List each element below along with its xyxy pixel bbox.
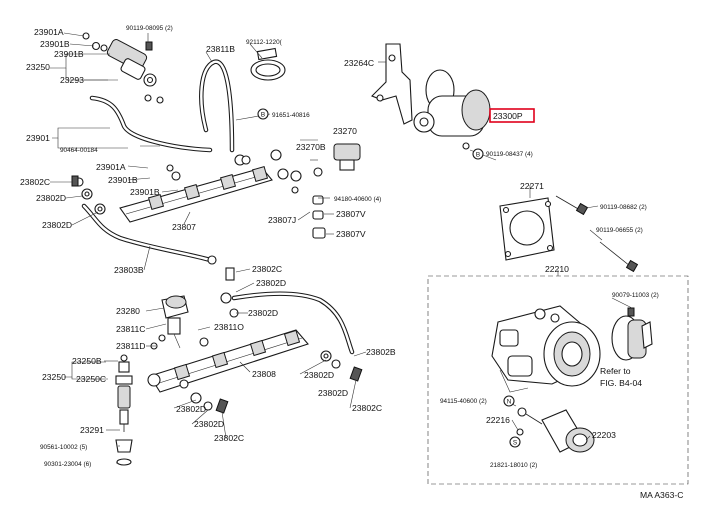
label-23807: 23807: [172, 222, 196, 232]
throttle-position-sensor: [611, 307, 653, 361]
leader-lines: [50, 32, 633, 464]
label-23808: 23808: [252, 369, 276, 379]
pressure-control-vsv: [413, 69, 491, 150]
return-pipe-lower: [81, 203, 217, 265]
label-23250-top: 23250: [26, 62, 50, 72]
label-23901: 23901: [26, 133, 50, 143]
label-23291: 23291: [80, 425, 104, 435]
label-22216: 22216: [486, 415, 510, 425]
label-92112: 92112-1220(: [246, 39, 283, 46]
throttle-body-bolts: [555, 195, 639, 273]
label-23802d-b3: 23802D: [318, 388, 348, 398]
label-22210: 22210: [545, 264, 569, 274]
label-90079: 90079-11003 (2): [612, 292, 659, 299]
label-23802c-left: 23802C: [20, 177, 50, 187]
circle-markers: B B N S: [257, 108, 521, 448]
label-23807v-2: 23807V: [336, 229, 366, 239]
idle-air-control-valve: [516, 407, 595, 453]
highlight-box-23300p: [489, 108, 535, 123]
label-22271: 22271: [520, 181, 544, 191]
label-23300p: 23300P: [493, 111, 523, 121]
label-90119-08095: 90119-08095 (2): [126, 25, 173, 32]
label-23270: 23270: [333, 126, 357, 136]
label-23807v-1: 23807V: [336, 209, 366, 219]
label-23901a: 23901A: [96, 162, 126, 172]
label-23811c: 23811C: [116, 324, 145, 334]
label-23802d-2: 23802D: [42, 220, 72, 230]
marker-s: S: [513, 440, 517, 447]
gasket-22271: [499, 197, 555, 261]
label-23802d-left: 23802D: [36, 193, 66, 203]
label-23811b: 23811B: [206, 44, 235, 54]
throttle-body-box: [427, 275, 689, 485]
label-refer-line1: Refer to: [600, 366, 631, 376]
label-23807j: 23807J: [268, 215, 296, 225]
label-23250b: 23250B: [72, 356, 102, 366]
return-pipe-right: [231, 291, 355, 355]
fuel-pipe-left: [89, 95, 213, 153]
grommets-right: [291, 186, 326, 239]
label-94115: 94115-40600 (2): [440, 398, 487, 405]
label-22203: 22203: [592, 430, 616, 440]
footer-code: MA A363-C: [640, 490, 683, 500]
label-90119-08682: 90119-08682 (2): [600, 204, 647, 211]
fuel-pressure-sensor: [313, 143, 361, 177]
delivery-pipe-lower: [147, 292, 309, 393]
label-23901b-mid: 23901B: [108, 175, 138, 185]
throttle-body-assembly: [491, 305, 601, 393]
label-refer-line2: FIG. B4-04: [600, 378, 642, 388]
label-90561: 90561-10002 (5): [40, 444, 87, 451]
hose-clamp: [250, 47, 286, 81]
marker-n: N: [507, 399, 512, 406]
label-23270b: 23270B: [296, 142, 326, 152]
label-23280: 23280: [116, 306, 140, 316]
pulsation-damper: [150, 295, 189, 350]
label-23802d-b2: 23802D: [194, 419, 224, 429]
label-23802c-b2: 23802C: [214, 433, 244, 443]
label-23811d: 23811D: [116, 341, 145, 351]
label-23811o: 23811O: [214, 322, 244, 332]
label-23802d-mid: 23802D: [256, 278, 286, 288]
marker-b-top: B: [261, 112, 265, 119]
fuel-hose-upper: [199, 59, 235, 153]
label-23802b: 23802B: [366, 347, 396, 357]
label-23802c-mid: 23802C: [252, 264, 282, 274]
label-23802d-b1: 23802D: [176, 404, 206, 414]
vsv-bracket: [371, 43, 413, 125]
label-23264c: 23264C: [344, 58, 374, 68]
injector-washers-upper: [71, 149, 302, 215]
label-23293: 23293: [60, 75, 84, 85]
pressure-regulator-upper: [106, 39, 157, 87]
label-23803b: 23803B: [114, 265, 144, 275]
label-90119-06655: 90119-06655 (2): [596, 227, 643, 234]
fuel-injector: [115, 354, 133, 432]
label-23901b-low: 23901B: [130, 187, 160, 197]
label-90464: 90464-00184: [60, 147, 98, 154]
insulators: [115, 439, 133, 466]
label-23802c-b1: 23802C: [352, 403, 382, 413]
marker-b-right: B: [476, 152, 480, 159]
label-91651: 91651-40816: [272, 112, 310, 119]
label-90119-08437: 90119-08437 (4): [486, 151, 533, 158]
part-labels: 23901A 23901B 23250 23901B 23293 90119-0…: [20, 25, 683, 500]
label-23901a-top: 23901A: [34, 27, 64, 37]
small-parts-lower: [179, 267, 363, 414]
label-23250c: 23250C: [76, 374, 106, 384]
label-23901b-alt: 23901B: [54, 49, 84, 59]
label-23901b-top: 23901B: [40, 39, 70, 49]
label-21821: 21821-18010 (2): [490, 462, 537, 469]
label-23802d-mid2: 23802D: [248, 308, 278, 318]
label-90301: 90301-23004 (6): [44, 461, 91, 468]
label-94180: 94180-40600 (4): [334, 196, 381, 203]
label-23250-bot: 23250: [42, 372, 66, 382]
label-23802d-r: 23802D: [304, 370, 334, 380]
